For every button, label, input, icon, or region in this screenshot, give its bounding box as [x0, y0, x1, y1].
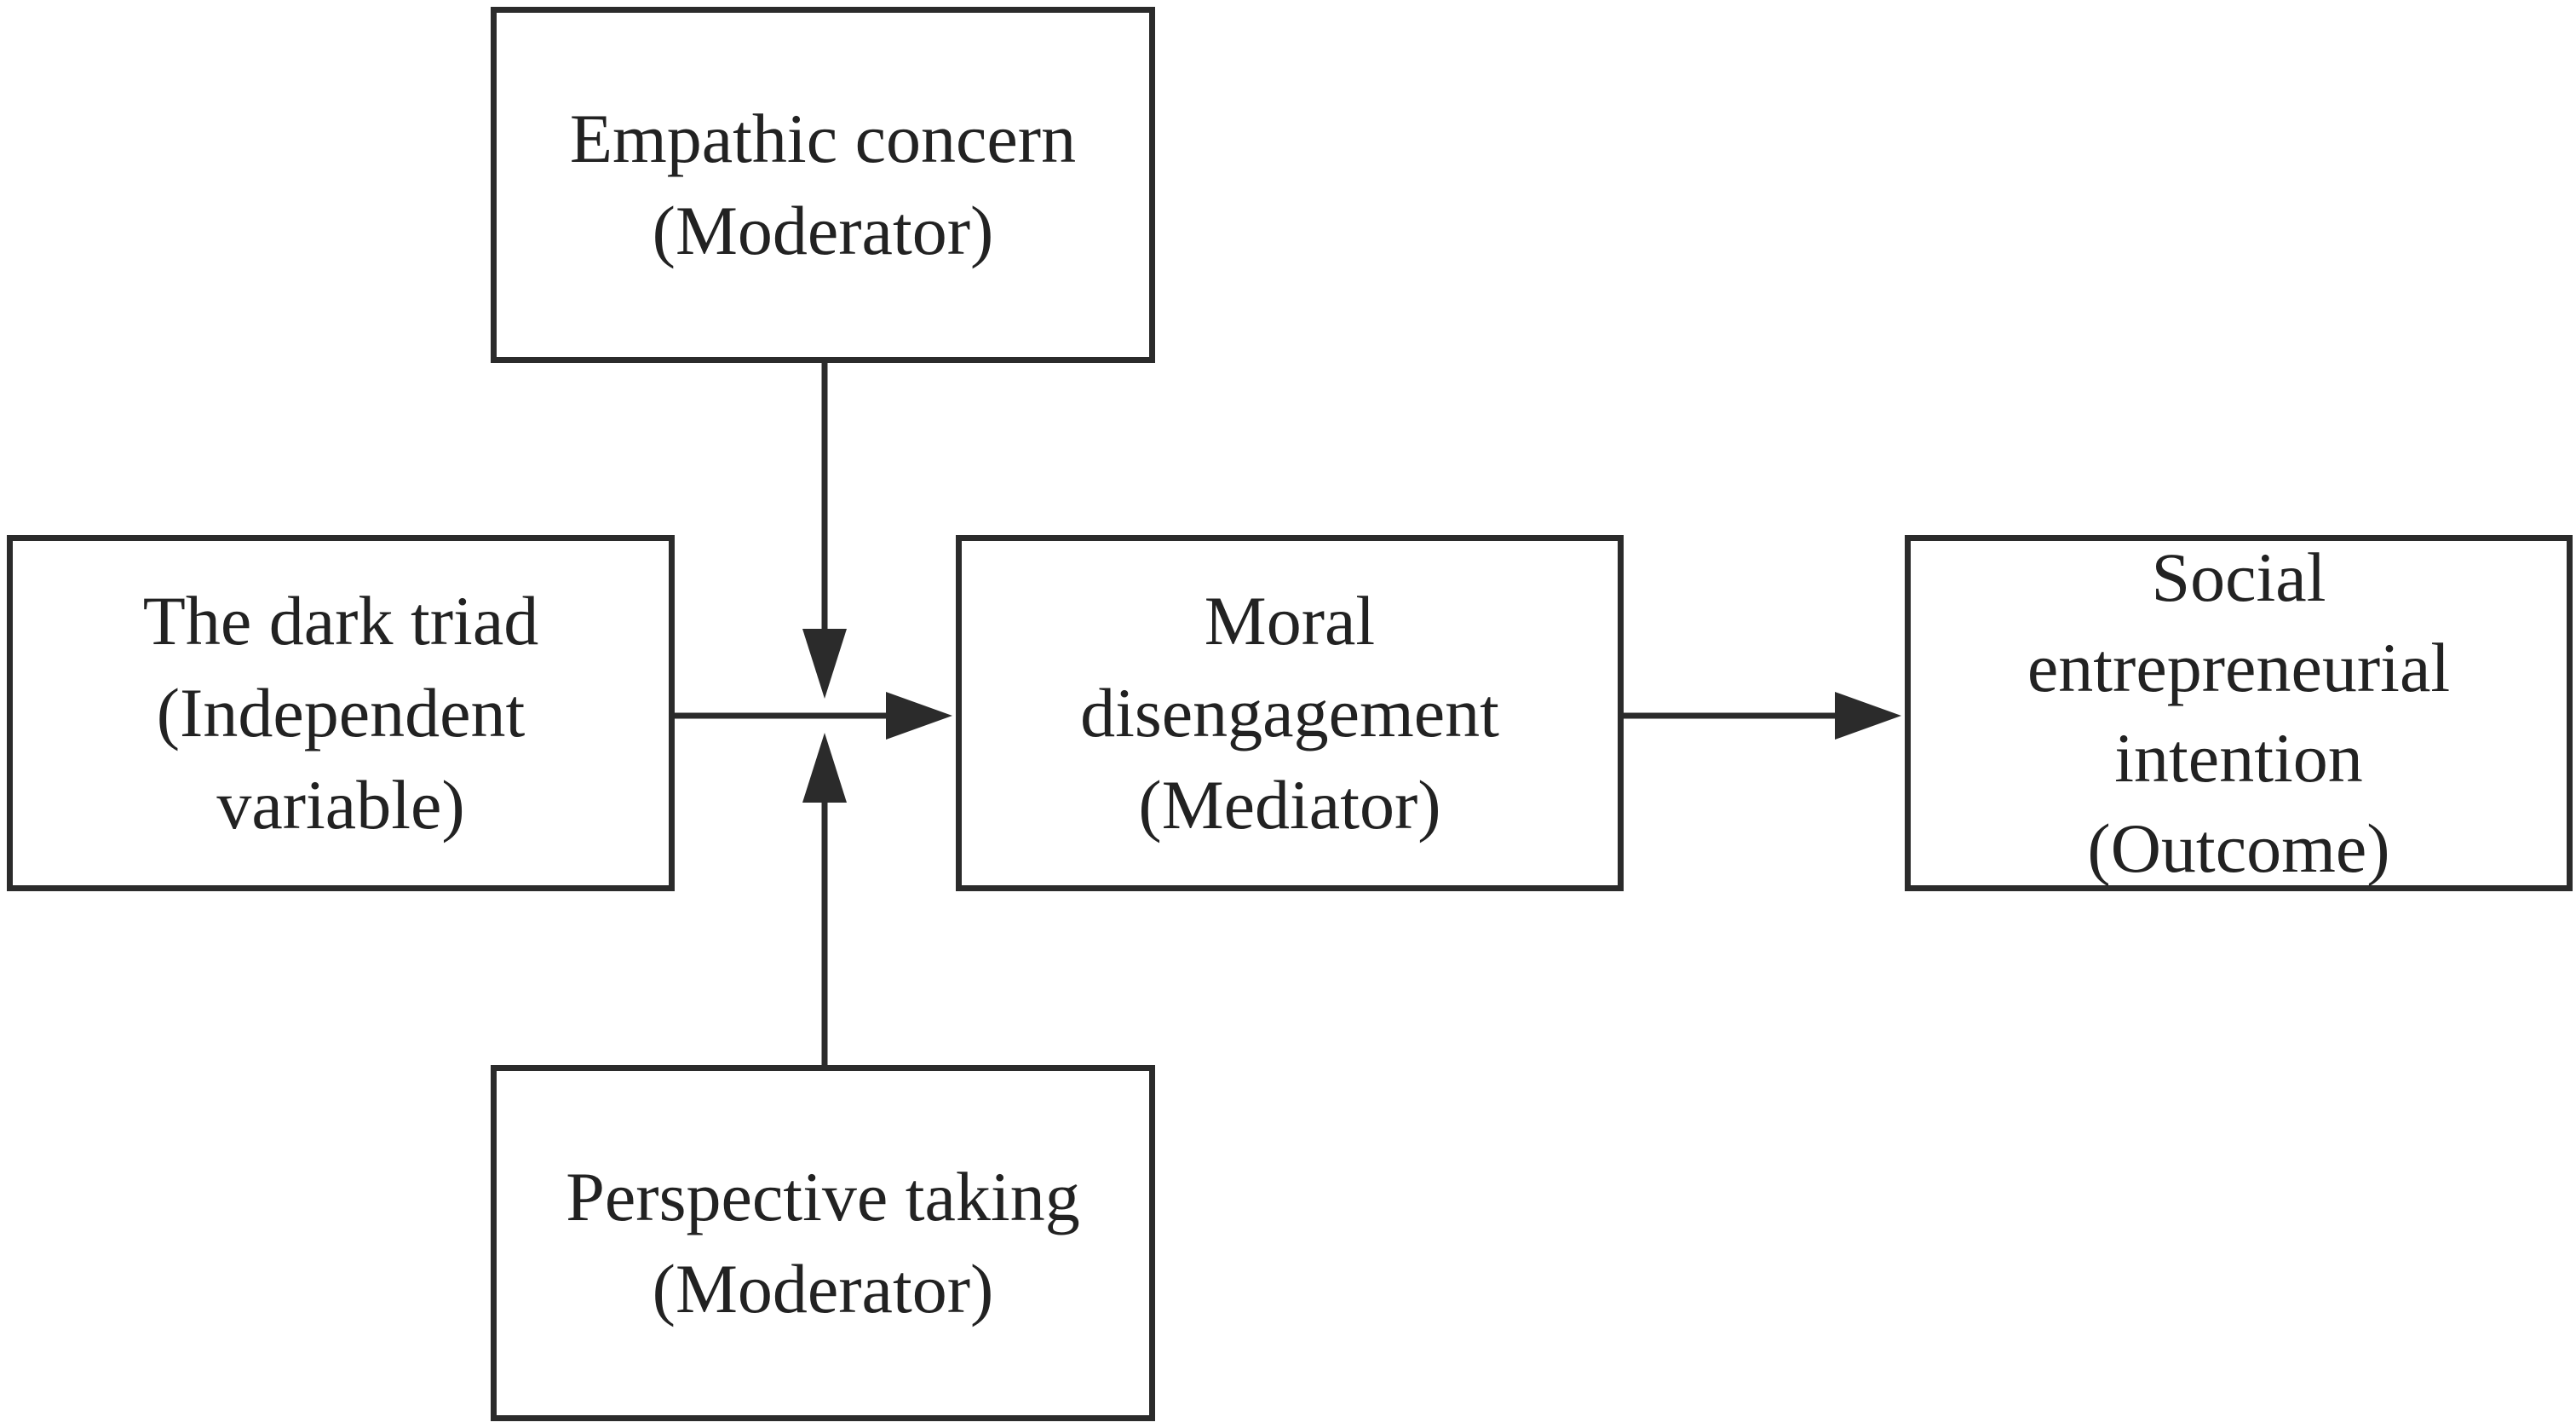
node-perspective-taking: Perspective taking (Moderator) — [491, 1065, 1155, 1421]
arrowhead-right-icon — [1835, 692, 1901, 740]
node-label: The dark triad — [142, 582, 539, 659]
edge-perspective-taking-moderation — [802, 733, 847, 1065]
node-role: (Independent — [156, 674, 526, 751]
node-label: Social — [2151, 538, 2326, 616]
node-label: Empathic concern — [569, 100, 1077, 177]
arrowhead-right-icon — [886, 692, 952, 740]
node-label: Moral — [1204, 582, 1376, 659]
edge-empathic-concern-moderation — [802, 363, 847, 699]
node-label: disengagement — [1080, 674, 1499, 751]
node-role: (Outcome) — [2087, 809, 2390, 887]
node-role: (Moderator) — [652, 1250, 994, 1327]
node-label: entrepreneurial — [2027, 629, 2451, 706]
edge-moral-disengagement-to-outcome — [1624, 692, 1901, 740]
node-role: (Moderator) — [652, 192, 994, 269]
node-social-entrepreneurial-intention: Social entrepreneurial intention (Outcom… — [1905, 535, 2573, 891]
node-moral-disengagement: Moral disengagement (Mediator) — [956, 535, 1624, 891]
node-label: intention — [2114, 719, 2363, 797]
node-dark-triad: The dark triad (Independent variable) — [7, 535, 675, 891]
node-label: Perspective taking — [566, 1158, 1080, 1235]
node-role: (Mediator) — [1138, 766, 1441, 844]
node-empathic-concern: Empathic concern (Moderator) — [491, 7, 1155, 363]
arrowhead-up-icon — [802, 733, 847, 803]
arrowhead-down-icon — [802, 629, 847, 699]
edge-dark-triad-to-moral-disengagement — [675, 692, 952, 740]
node-role: variable) — [216, 766, 465, 844]
